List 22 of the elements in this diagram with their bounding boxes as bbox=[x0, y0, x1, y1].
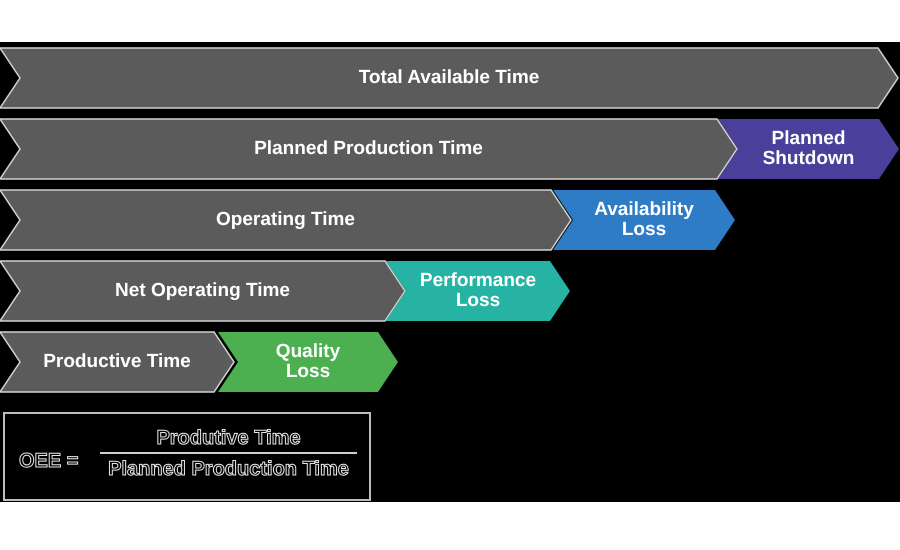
chevron-bar bbox=[0, 119, 737, 179]
chevron-label: Planned Production Time bbox=[254, 139, 483, 159]
formula-label: OEE = bbox=[19, 450, 78, 472]
chevron-label: Productive Time bbox=[43, 352, 191, 372]
chevron-bar bbox=[718, 119, 899, 179]
chevron-bar bbox=[553, 190, 735, 250]
chevron-label: Availability Loss bbox=[593, 200, 695, 240]
chevron-bar bbox=[0, 190, 571, 250]
chevron-label: Total Available Time bbox=[358, 68, 540, 88]
chevron-label: Net Operating Time bbox=[115, 281, 290, 301]
chevron-label: Planned Shutdown bbox=[762, 129, 856, 169]
chevron-label: Performance Loss bbox=[418, 271, 538, 311]
chevron-bar bbox=[386, 261, 570, 321]
chevron-bar bbox=[0, 48, 898, 108]
chevron-bar bbox=[0, 332, 234, 392]
formula-box bbox=[3, 412, 371, 501]
chevron-label: Operating Time bbox=[216, 210, 355, 230]
fraction-denominator: Planned Production Time bbox=[108, 458, 349, 480]
chevron-bar bbox=[218, 332, 398, 392]
chevron-label: Quality Loss bbox=[274, 342, 342, 382]
fraction-numerator: Produtive Time bbox=[156, 427, 301, 449]
chevron-bar bbox=[0, 261, 405, 321]
